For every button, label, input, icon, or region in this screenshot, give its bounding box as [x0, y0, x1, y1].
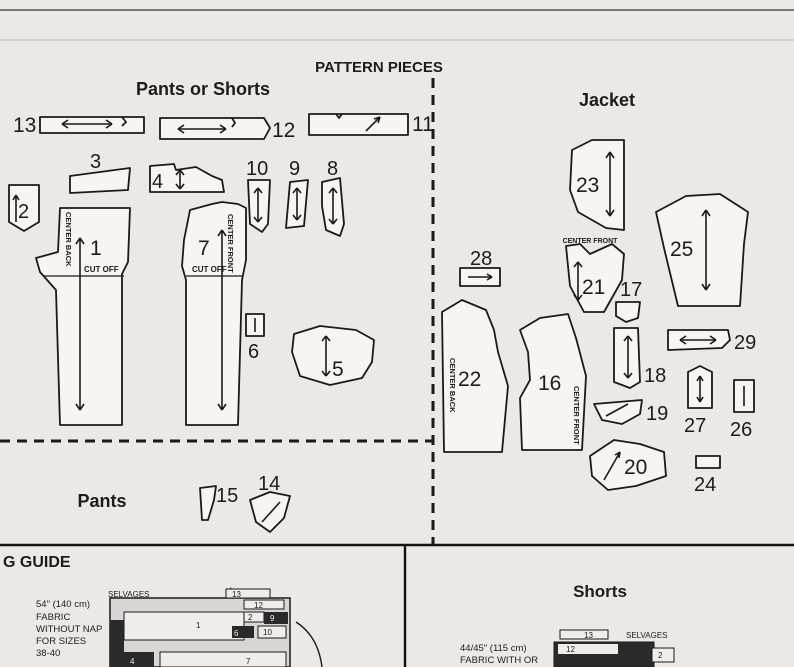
layout-label-10: 10 [263, 628, 272, 637]
layout-piece-1 [123, 611, 245, 641]
fold-arrow [295, 621, 323, 667]
fabric-54-line-3: WITHOUT NAP [36, 624, 102, 635]
layout-label-2-right: 2 [658, 651, 663, 660]
layout-label-1: 1 [196, 621, 201, 630]
selvages-label-left: SELVAGES [108, 590, 150, 599]
piece-10-shape [247, 179, 271, 233]
layout-label-9: 9 [270, 614, 275, 623]
piece-number-10: 10 [246, 158, 268, 180]
piece-7-shape [181, 201, 247, 426]
cut-off-label-7: CUT OFF [192, 265, 227, 274]
piece-number-27: 27 [684, 415, 706, 437]
center-back-label-22: CENTER BACK [448, 358, 457, 413]
piece-4-shape [149, 163, 225, 193]
section-title-shorts: Shorts [573, 582, 627, 601]
fabric-54-line-1: 54" (140 cm) [36, 599, 90, 610]
center-back-label-1: CENTER BACK [64, 212, 73, 267]
piece-number-15: 15 [216, 485, 238, 507]
piece-number-2: 2 [18, 201, 29, 223]
layout-label-12-right: 12 [566, 645, 575, 654]
grain-arrow-11 [365, 116, 381, 132]
piece-13-shape [39, 116, 145, 134]
piece-20-shape [589, 439, 667, 491]
center-front-label-21: CENTER FRONT [563, 238, 619, 245]
piece-number-8: 8 [327, 158, 338, 180]
piece-15-shape [199, 485, 217, 521]
layout-label-13-right: 13 [584, 631, 593, 640]
piece-number-25: 25 [670, 238, 693, 261]
piece-25-shape [655, 193, 749, 307]
center-front-label-16: CENTER FRONT [572, 386, 581, 445]
layout-label-6: 6 [234, 629, 239, 638]
piece-number-1: 1 [90, 237, 102, 260]
fabric-44-line-1: 44/45" (115 cm) [460, 643, 527, 654]
section-title-pants: Pants [77, 491, 126, 511]
piece-16-shape [519, 313, 587, 451]
fabric-54-line-5: 38-40 [36, 648, 60, 659]
piece-19-shape [593, 399, 643, 425]
piece-number-26: 26 [730, 419, 752, 441]
piece-number-6: 6 [248, 341, 259, 363]
piece-number-18: 18 [644, 365, 666, 387]
piece-number-4: 4 [152, 171, 163, 193]
fabric-54-line-4: FOR SIZES [36, 636, 86, 647]
piece-number-17: 17 [620, 279, 642, 301]
cut-off-label-1: CUT OFF [84, 265, 119, 274]
piece-11-shape [308, 113, 409, 136]
piece-number-22: 22 [458, 368, 481, 391]
page-title: PATTERN PIECES [315, 59, 443, 76]
piece-number-23: 23 [576, 174, 599, 197]
piece-number-21: 21 [582, 276, 605, 299]
piece-22-shape [441, 299, 509, 453]
layout-label-13: 13 [232, 590, 241, 599]
piece-3-shape [69, 167, 131, 194]
piece-number-16: 16 [538, 372, 561, 395]
piece-18-shape [613, 327, 641, 389]
piece-24-shape [695, 455, 721, 469]
piece-number-7: 7 [198, 237, 210, 260]
piece-number-24: 24 [694, 474, 716, 496]
piece-5-shape [291, 325, 375, 386]
piece-number-12: 12 [272, 119, 295, 142]
cutting-guide-title: G GUIDE [3, 554, 71, 571]
layout-piece-7 [159, 651, 287, 667]
layout-label-12: 12 [254, 601, 263, 610]
layout-label-7: 7 [246, 657, 251, 666]
piece-number-3: 3 [90, 151, 101, 173]
piece-number-28: 28 [470, 248, 492, 270]
section-title-pants-or-shorts: Pants or Shorts [136, 79, 270, 99]
piece-1-shape [35, 207, 131, 426]
piece-number-29: 29 [734, 332, 756, 354]
fabric-54-line-2: FABRIC [36, 612, 70, 623]
piece-number-19: 19 [646, 403, 668, 425]
layout-label-4: 4 [130, 657, 135, 666]
section-title-jacket: Jacket [579, 90, 635, 110]
layout-label-2: 2 [248, 613, 253, 622]
center-front-label-7: CENTER FRONT [226, 214, 235, 273]
piece-number-11: 11 [412, 113, 434, 136]
piece-number-5: 5 [332, 358, 344, 381]
piece-number-20: 20 [624, 456, 647, 479]
piece-number-13: 13 [13, 114, 36, 137]
piece-17-shape [615, 301, 641, 323]
fabric-44-line-2: FABRIC WITH OR [460, 655, 538, 666]
piece-number-14: 14 [258, 473, 280, 495]
selvages-label-right: SELVAGES [626, 631, 668, 640]
piece-number-9: 9 [289, 158, 300, 180]
